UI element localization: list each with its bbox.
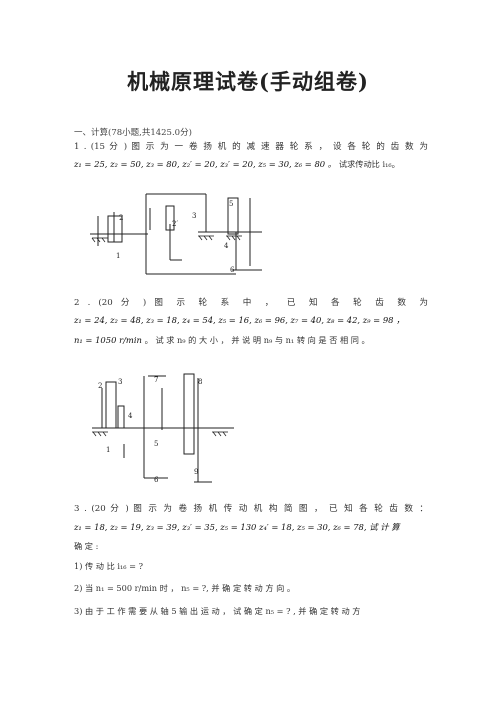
q3-formula: z₁ = 18, z₂ = 19, z₃ = 39, z₃′ = 35, z₅ … [74, 522, 400, 532]
fig1-label-3: 3 [192, 212, 196, 220]
q2-line3: n₁ = 1050 r/min 。 试 求 n₉ 的 大 小 ， 并 说 明 n… [74, 334, 428, 346]
fig2-label-9: 9 [194, 468, 198, 476]
fig1-label-4: 4 [224, 242, 229, 250]
q3-line3: 确 定 : [74, 541, 99, 551]
figure-2-gear-train: 2 3 7 8 4 1 5 6 9 [92, 373, 234, 484]
q1-formula-line: z₁ = 25, z₂ = 50, z₃ = 80, z₂′ = 20, z₃′… [74, 158, 428, 170]
q2-ask: 。 试 求 n₉ 的 大 小 ， 并 说 明 n₉ 与 n₁ 转 向 是 否 相… [144, 335, 370, 345]
fig2-label-2: 2 [98, 382, 102, 390]
fig2-label-5: 5 [154, 440, 158, 448]
fig2-label-6: 6 [154, 476, 159, 484]
q1-formula: z₁ = 25, z₂ = 50, z₃ = 80, z₂′ = 20, z₃′… [74, 159, 337, 169]
q3-line1: 3 . (20 分 ) 图 示 为 卷 扬 机 传 动 机 构 简 图 ， 已 … [74, 504, 428, 514]
fig1-label-1: 1 [116, 252, 120, 260]
fig1-label-6: 6 [230, 266, 235, 274]
q3-item3: 3) 由 于 工 作 需 要 从 轴 5 输 出 运 动 ， 试 确 定 n₅ … [74, 606, 361, 616]
fig2-label-1: 1 [106, 446, 110, 454]
section-heading: 一、计算(78小题,共1425.0分) [74, 128, 192, 138]
fig2-label-8: 8 [198, 378, 202, 386]
fig2-label-3: 3 [118, 378, 122, 386]
q2-formula: z₁ = 24, z₂ = 48, z₃ = 18, z₄ = 54, z₅ =… [74, 315, 405, 325]
q2-formula-line: z₁ = 24, z₂ = 48, z₃ = 18, z₄ = 54, z₅ =… [74, 314, 428, 326]
q2-n1: n₁ = 1050 r/min [74, 335, 142, 345]
fig1-label-5: 5 [229, 200, 233, 208]
fig2-label-4: 4 [128, 412, 133, 420]
q3-item2: 2) 当 n₁ = 500 r/min 时 ， n₅ = ?, 并 确 定 转 … [74, 583, 296, 593]
q3-formula-line: z₁ = 18, z₂ = 19, z₃ = 39, z₃′ = 35, z₅ … [74, 521, 428, 533]
q3-item1: 1) 传 动 比 i₁₆ = ? [74, 561, 144, 571]
fig1-label-2prime: 2′ [172, 220, 178, 228]
q1-ask: 试求传动比 i₁₆。 [338, 159, 400, 169]
fig2-label-7: 7 [154, 376, 158, 384]
q1-line1: 1 . (15 分 ) 图 示 为 一 卷 扬 机 的 减 速 器 轮 系 ， … [74, 142, 428, 152]
fig1-label-2: 2 [119, 214, 123, 222]
page-title: 机械原理试卷(手动组卷) [127, 69, 369, 94]
q2-line1: 2 . (20 分 ) 图 示 轮 系 中 ， 已 知 各 轮 齿 数 为 [74, 298, 428, 308]
figure-1-gear-train: 2 1 2′ 3 5 4 6 [90, 193, 262, 275]
